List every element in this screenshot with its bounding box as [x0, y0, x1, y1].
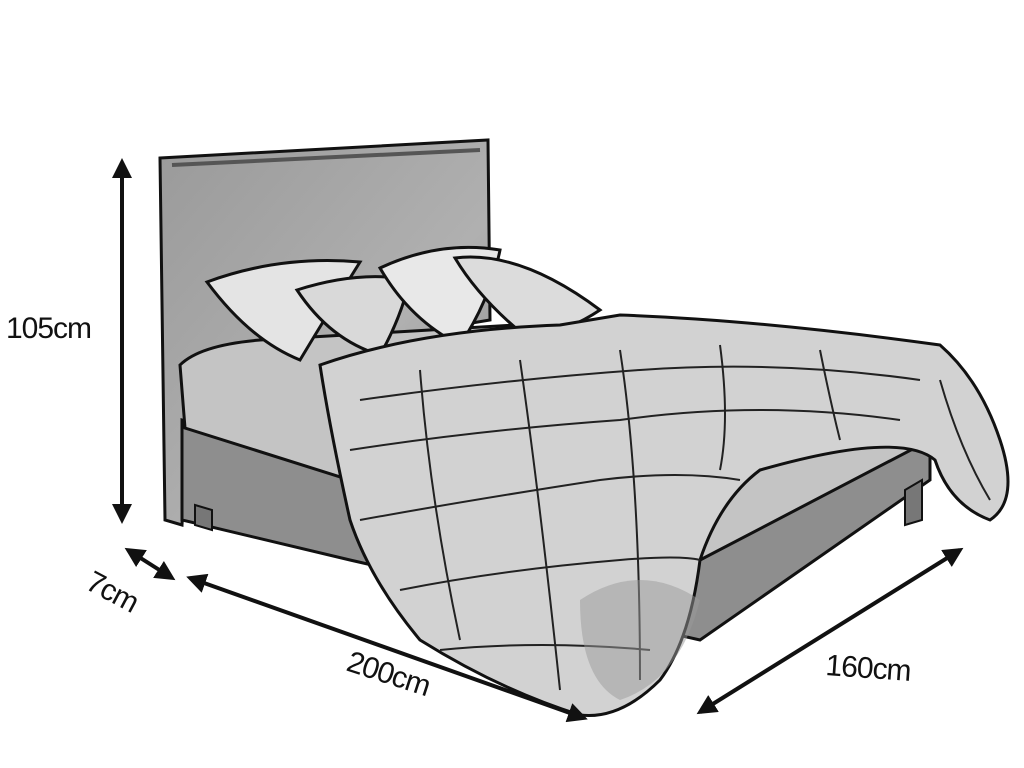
- length-arrow: [186, 573, 588, 723]
- leg: [194, 503, 213, 532]
- thickness-arrow: [124, 547, 176, 581]
- pillow: [294, 275, 412, 357]
- bed-illustration: [158, 138, 1010, 718]
- width-arrow: [696, 547, 964, 715]
- length-label: 200cm: [343, 645, 434, 703]
- width-label: 160cm: [825, 649, 912, 688]
- leg: [904, 478, 923, 527]
- thickness-label: 7cm: [81, 565, 144, 619]
- height-label: 105cm: [6, 312, 91, 345]
